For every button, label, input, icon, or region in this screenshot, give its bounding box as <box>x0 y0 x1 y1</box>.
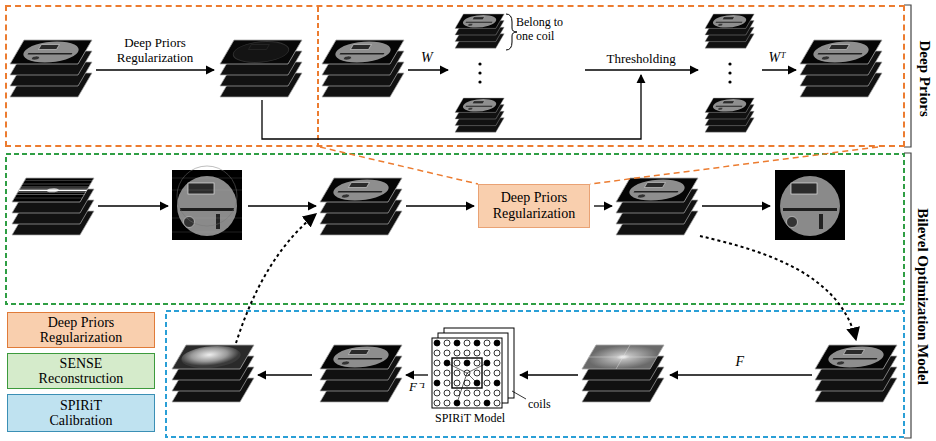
legend-text: SENSE Reconstruction <box>29 356 133 387</box>
legend-swatch: Deep Priors Regularization <box>7 312 155 348</box>
section-region: Deep Priors <box>5 5 905 147</box>
annotation-label: F <box>736 354 745 370</box>
flow-arrow <box>258 374 812 375</box>
annotation-label: F⁻¹ <box>409 380 425 395</box>
annotation-label: Belong to one coil <box>516 16 578 44</box>
annotation-label: W <box>421 50 433 66</box>
image-stack <box>172 345 897 402</box>
section-heading: Deep Priors <box>915 40 932 116</box>
annotation-label: coils <box>528 398 551 412</box>
spirit-region <box>166 311 904 437</box>
annotation-label: Wᵀ <box>769 50 786 66</box>
sense-region <box>6 154 904 304</box>
legend-text: Deep Priors Regularization <box>29 315 133 346</box>
zoom-connector <box>320 147 878 184</box>
spirit-kernel-grid <box>432 328 526 408</box>
section-heading: Bilevel Optimization Model <box>913 208 930 385</box>
flow-arrow <box>98 205 770 206</box>
node-text: Deep Priors Regularization <box>483 190 585 222</box>
annotation-label: SPIRiT Model <box>435 412 505 426</box>
annotation-label: Deep Priors Regularization <box>100 36 210 66</box>
region-divider <box>317 7 319 145</box>
process-box: Deep Priors Regularization <box>478 184 590 228</box>
image-stack <box>10 14 882 132</box>
ellipsis-dots <box>478 62 731 83</box>
legend-swatch: SPIRiT Calibration <box>7 394 155 432</box>
legend-swatch: SENSE Reconstruction <box>7 353 155 389</box>
feedback-arrow <box>236 214 856 343</box>
image-stack <box>12 178 698 235</box>
brace <box>506 14 517 50</box>
flow-arrow <box>96 70 796 139</box>
legend-text: SPIRiT Calibration <box>29 398 133 429</box>
section-bracket <box>904 5 911 438</box>
mr-image <box>172 166 845 240</box>
annotation-label: Thresholding <box>607 52 676 67</box>
